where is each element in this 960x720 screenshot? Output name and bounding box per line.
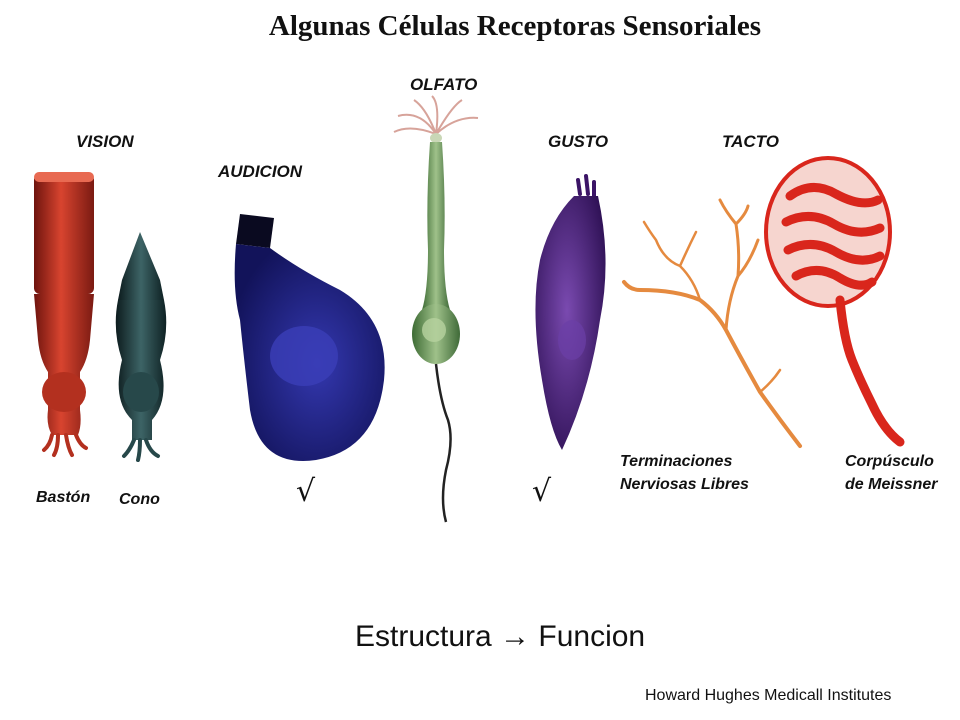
- category-vision: VISION: [76, 132, 134, 151]
- cone-cell-icon: [115, 232, 167, 462]
- category-tacto: TACTO: [722, 132, 779, 151]
- credit-text: Howard Hughes Medicall Institutes: [645, 687, 892, 704]
- taste-cell-icon: [535, 174, 606, 450]
- page-title: Algunas Células Receptoras Sensoriales: [268, 10, 762, 42]
- category-olfato: OLFATO: [410, 75, 478, 94]
- label-corpusculo-line2: de Meissner: [845, 476, 938, 493]
- label-corpusculo: Corpúsculo de Meissner: [845, 450, 937, 496]
- category-gusto: GUSTO: [548, 132, 609, 151]
- label-cono: Cono: [119, 491, 160, 508]
- meissner-corpuscle-icon: [764, 156, 905, 447]
- label-baston: Bastón: [36, 489, 91, 506]
- checkmark-gusto: √: [532, 474, 552, 509]
- label-terminaciones-line2: Nerviosas Libres: [620, 476, 749, 493]
- free-nerve-endings-icon: [622, 198, 802, 448]
- label-terminaciones-line1: Terminaciones: [620, 453, 733, 470]
- olfactory-neuron-icon: [393, 95, 479, 523]
- label-corpusculo-line1: Corpúsculo: [845, 453, 934, 470]
- category-audicion: AUDICION: [218, 162, 303, 181]
- structure-function-formula: Estructura → Funcion: [355, 620, 646, 653]
- rod-cell-icon: [34, 172, 94, 457]
- hair-cell-icon: [234, 214, 385, 461]
- checkmark-audicion: √: [296, 474, 316, 509]
- label-terminaciones: Terminaciones Nerviosas Libres: [620, 450, 749, 496]
